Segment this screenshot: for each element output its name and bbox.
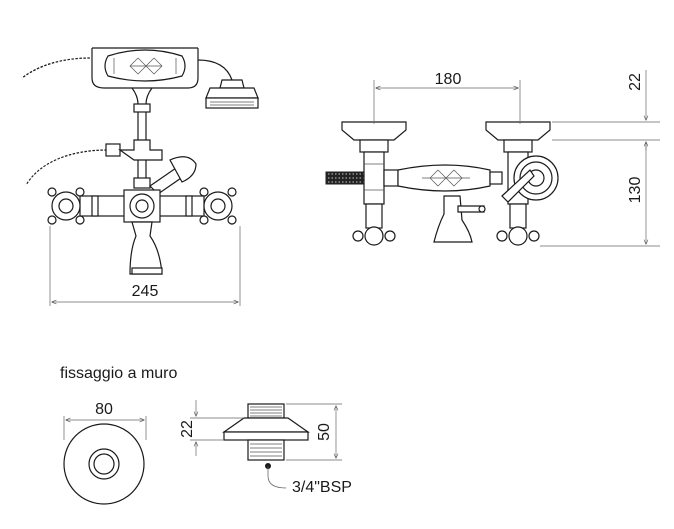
dim-side-spacing: 180	[373, 71, 521, 124]
dim-flange-depth-label: 22	[179, 420, 196, 438]
side-handshower	[383, 164, 503, 192]
front-column	[118, 87, 197, 195]
dim-flange-diameter-label: 80	[95, 401, 113, 418]
side-left-valve	[341, 121, 407, 246]
thread-size-label: 3/4"BSP	[292, 479, 352, 496]
front-view: 245	[21, 47, 259, 306]
front-handshower	[91, 47, 259, 109]
dim-flange-height-label: 50	[316, 423, 333, 441]
side-right-valve	[485, 121, 559, 246]
side-view: 180 22 130	[325, 70, 660, 247]
dim-side-top-offset-label: 22	[627, 73, 644, 91]
flange-front-view: 80	[63, 401, 147, 505]
front-body	[47, 187, 237, 275]
dim-side-height-label: 130	[627, 177, 644, 204]
dim-side-top-offset: 22	[552, 70, 660, 150]
dim-front-width-label: 245	[132, 283, 159, 300]
flange-side-view: 3/4"BSP 22 50	[179, 400, 352, 496]
front-lower-hose	[24, 143, 121, 186]
front-upper-hose	[21, 57, 91, 79]
wall-mount-title: fissaggio a muro	[60, 365, 177, 382]
wall-fixing-section: fissaggio a muro 80 3/4"BSP 22	[60, 365, 352, 505]
dim-side-height: 130	[540, 142, 660, 247]
side-spout	[433, 195, 486, 243]
dim-side-spacing-label: 180	[435, 71, 462, 88]
front-left-handwheel	[47, 187, 85, 225]
dim-front-width: 245	[49, 226, 241, 306]
front-right-handwheel	[199, 187, 237, 225]
